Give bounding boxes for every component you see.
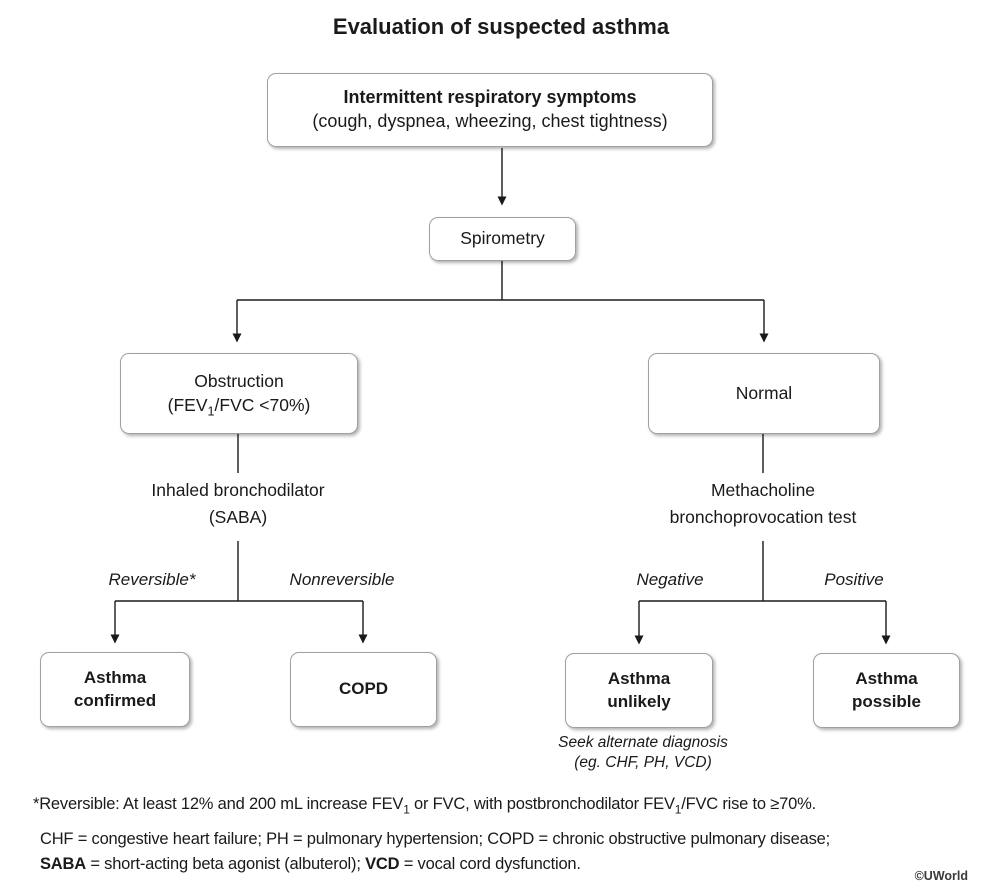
node-normal: Normal — [648, 353, 880, 434]
note-line: Seek alternate diagnosis — [558, 734, 728, 751]
node-label: Intermittent respiratory symptoms — [343, 87, 637, 108]
node-obstruction: Obstruction (FEV1/FVC <70%) — [120, 353, 358, 434]
note-seek-alternate-diagnosis: Seek alternate diagnosis (eg. CHF, PH, V… — [511, 733, 775, 773]
node-copd: COPD — [290, 652, 437, 727]
node-asthma-unlikely: Asthma unlikely — [565, 653, 713, 728]
branch-label-reversible: Reversible* — [108, 570, 196, 589]
copyright-credit: ©UWorld — [914, 869, 968, 883]
node-label: Normal — [735, 382, 793, 403]
node-intermittent-symptoms: Intermittent respiratory symptoms (cough… — [267, 73, 713, 147]
node-spirometry: Spirometry — [429, 217, 576, 261]
node-sublabel: (FEV1/FVC <70%) — [167, 394, 311, 418]
node-label: possible — [852, 691, 921, 711]
step-line: Inhaled bronchodilator — [151, 480, 325, 500]
node-label: confirmed — [73, 690, 157, 710]
step-line: (SABA) — [208, 507, 268, 527]
step-line: bronchoprovocation test — [669, 507, 857, 527]
branch-label-nonreversible: Nonreversible — [289, 570, 395, 589]
step-methacholine-test: Methacholine bronchoprovocation test — [623, 477, 903, 531]
branch-label-negative: Negative — [636, 570, 704, 589]
node-sublabel: (cough, dyspnea, wheezing, chest tightne… — [312, 111, 668, 131]
node-label: Asthma — [855, 669, 918, 689]
step-inhaled-bronchodilator: Inhaled bronchodilator (SABA) — [98, 477, 378, 531]
node-label: unlikely — [607, 691, 671, 711]
node-label: Spirometry — [460, 228, 545, 249]
node-label: Obstruction — [194, 371, 284, 392]
node-label: Asthma — [607, 669, 671, 689]
note-line: (eg. CHF, PH, VCD) — [574, 754, 712, 771]
page-title: Evaluation of suspected asthma — [332, 14, 670, 39]
branch-label-positive: Positive — [824, 570, 884, 589]
footnote-abbreviations-2: SABA = short-acting beta agonist (albute… — [40, 855, 581, 873]
footnote-abbreviations-1: CHF = congestive heart failure; PH = pul… — [40, 830, 830, 848]
step-line: Methacholine — [710, 480, 816, 500]
node-label: Asthma — [83, 668, 147, 688]
node-asthma-confirmed: Asthma confirmed — [40, 652, 190, 727]
node-label: COPD — [338, 679, 389, 699]
node-asthma-possible: Asthma possible — [813, 653, 960, 728]
footnote-reversible-definition: *Reversible: At least 12% and 200 mL inc… — [33, 795, 816, 817]
